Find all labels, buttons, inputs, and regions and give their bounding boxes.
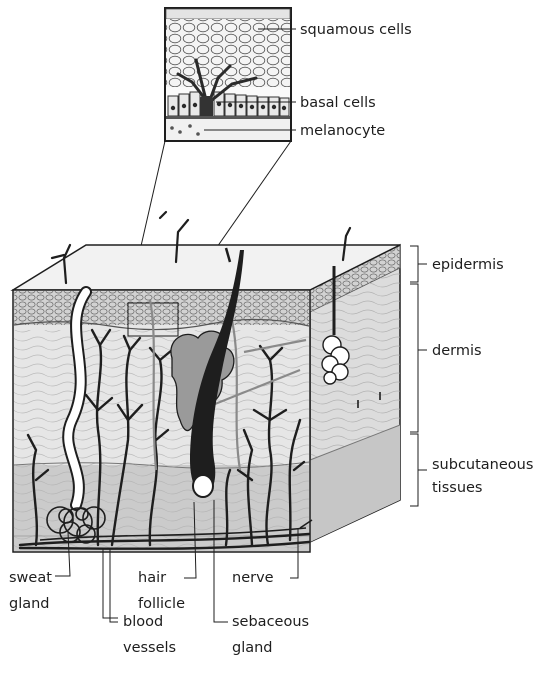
label-epidermis: epidermis [432,257,504,273]
label-sweat-gland-2: gland [9,596,50,612]
label-nerve: nerve [232,570,274,586]
label-squamous-cells: squamous cells [300,22,412,38]
label-blood-vessels-1: blood [123,614,163,630]
label-dermis: dermis [432,343,482,359]
skin-block [13,212,400,552]
magnified-inset [165,8,291,141]
label-sebaceous-gland-2: gland [232,640,273,656]
label-subcutaneous-1: subcutaneous [432,457,533,473]
label-sweat-gland-1: sweat [9,570,52,586]
front-dermis-texture [14,330,309,465]
label-hair-follicle-2: follicle [138,596,185,612]
label-melanocyte: melanocyte [300,123,385,139]
label-subcutaneous-2: tissues [432,480,483,496]
label-sebaceous-gland-1: sebaceous [232,614,309,630]
stratum-corneum [166,9,290,19]
label-basal-cells: basal cells [300,95,376,111]
label-blood-vessels-2: vessels [123,640,176,656]
label-hair-follicle-1: hair [138,570,166,586]
basement-membrane [166,116,290,119]
